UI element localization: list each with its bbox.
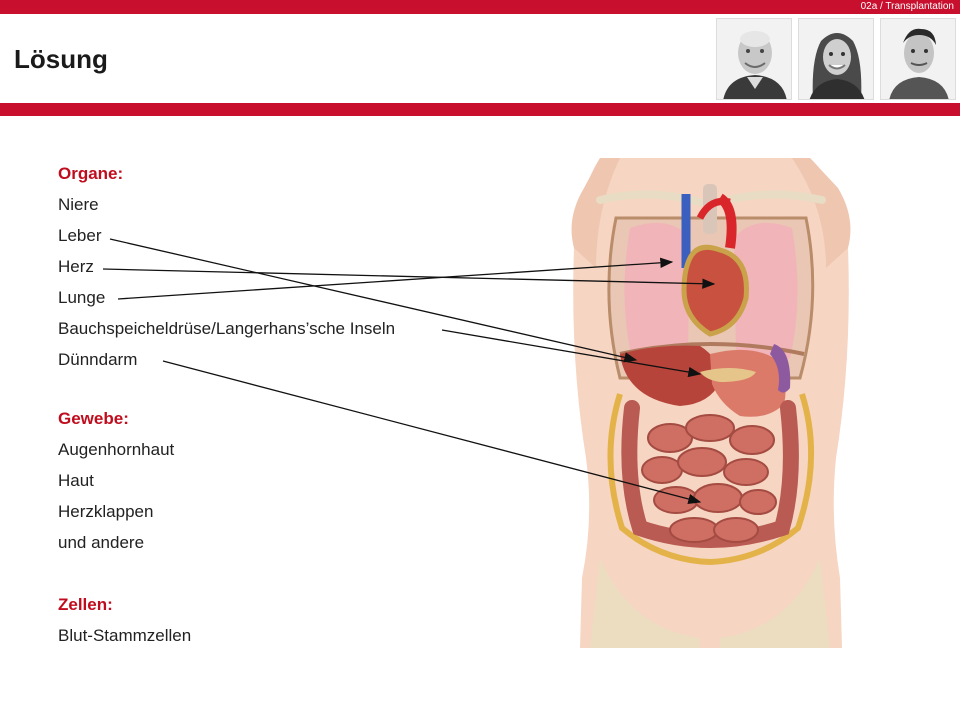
cells-heading: Zellen: <box>58 595 113 614</box>
page-title: Lösung <box>14 44 108 74</box>
organ-item: Herz <box>58 257 94 276</box>
header-bottom-bar <box>0 103 960 116</box>
organ-item: Niere <box>58 195 99 214</box>
cells-item: Blut-Stammzellen <box>58 626 192 645</box>
organ-item: Bauchspeicheldrüse/Langerhans’sche Insel… <box>58 319 396 338</box>
tissue-heading: Gewebe: <box>58 409 129 428</box>
header-top-bar: 02a / Transplantation <box>0 0 960 14</box>
portrait-strip <box>716 18 956 100</box>
portrait-elderly-man <box>716 18 792 100</box>
tissue-item: Haut <box>58 471 94 490</box>
organs-heading: Organe: <box>58 164 124 183</box>
portrait-young-woman <box>798 18 874 100</box>
organ-item: Dünndarm <box>58 350 138 369</box>
arrow-leber <box>109 238 638 363</box>
portrait-young-man <box>880 18 956 100</box>
anatomy-illustration <box>560 158 860 648</box>
tissue-item: und andere <box>58 533 145 552</box>
tissue-item: Augenhornhaut <box>58 440 175 459</box>
organ-item: Lunge <box>58 288 106 307</box>
organ-item: Leber <box>58 226 102 245</box>
tissue-item: Herzklappen <box>58 502 154 521</box>
section-tag: 02a / Transplantation <box>860 1 954 12</box>
